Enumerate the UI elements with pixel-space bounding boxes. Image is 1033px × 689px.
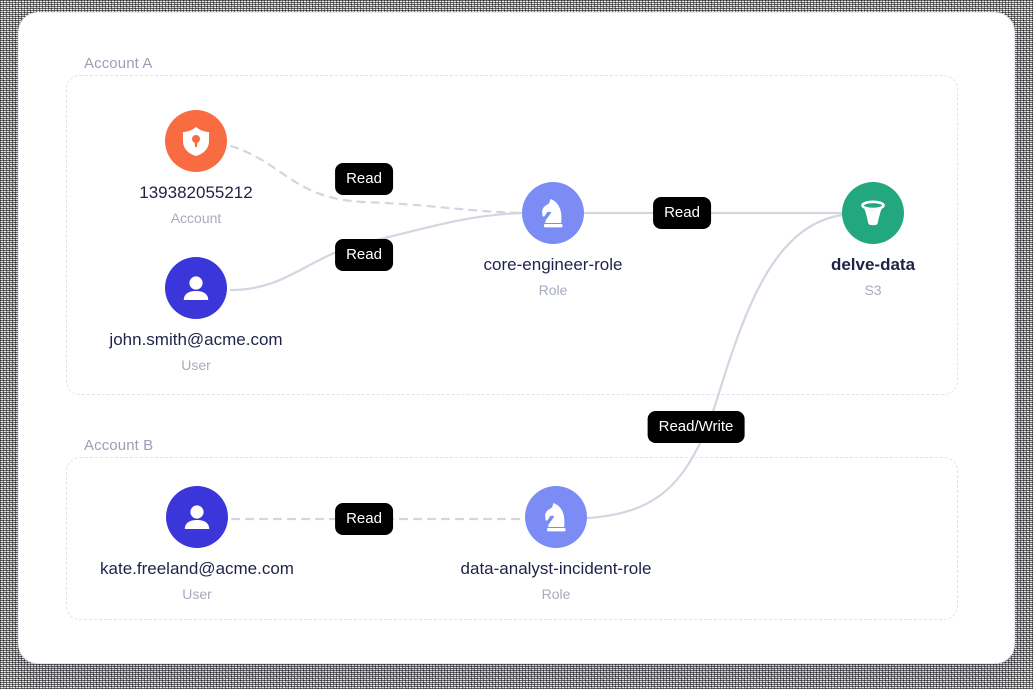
shield-lock-icon-bubble bbox=[165, 110, 227, 172]
edge-badge-kate-to-data-role[interactable]: Read bbox=[335, 503, 393, 535]
chess-knight-icon bbox=[542, 501, 570, 533]
edge-badge-data-role-to-bucket[interactable]: Read/Write bbox=[647, 411, 745, 443]
node-title: john.smith@acme.com bbox=[109, 330, 283, 349]
chess-knight-icon-bubble bbox=[525, 486, 587, 548]
node-account-139382055212[interactable]: 139382055212 Account bbox=[96, 110, 296, 226]
node-subtitle: User bbox=[181, 356, 211, 373]
edge-badge-account-to-core-role[interactable]: Read bbox=[335, 163, 393, 195]
node-title: 139382055212 bbox=[139, 183, 253, 202]
group-label-account-a: Account A bbox=[84, 55, 153, 72]
user-icon-bubble bbox=[165, 257, 227, 319]
node-title: kate.freeland@acme.com bbox=[100, 559, 294, 578]
edge-badge-john-to-core-role[interactable]: Read bbox=[335, 239, 393, 271]
node-subtitle: Account bbox=[170, 209, 222, 226]
node-user-john-smith[interactable]: john.smith@acme.com User bbox=[96, 257, 296, 373]
node-bucket-delve-data[interactable]: delve-data S3 bbox=[773, 182, 973, 298]
node-user-kate-freeland[interactable]: kate.freeland@acme.com User bbox=[97, 486, 297, 602]
group-box-account-a bbox=[66, 75, 958, 395]
group-box-account-b bbox=[66, 457, 958, 620]
chess-knight-icon bbox=[539, 197, 567, 229]
shield-lock-icon bbox=[181, 125, 211, 157]
graph-canvas[interactable]: Account A Account B Read Read Read Read … bbox=[19, 13, 1014, 663]
node-title: delve-data bbox=[830, 255, 916, 274]
bucket-icon bbox=[858, 198, 888, 228]
node-title: core-engineer-role bbox=[483, 255, 623, 274]
node-subtitle: Role bbox=[538, 281, 568, 298]
node-role-core-engineer[interactable]: core-engineer-role Role bbox=[453, 182, 653, 298]
user-icon-bubble bbox=[166, 486, 228, 548]
edge-badge-core-role-to-bucket[interactable]: Read bbox=[653, 197, 711, 229]
user-icon bbox=[181, 272, 211, 304]
node-subtitle: User bbox=[182, 585, 212, 602]
group-label-account-b: Account B bbox=[84, 437, 154, 454]
node-subtitle: Role bbox=[541, 585, 571, 602]
graph-card: Account A Account B Read Read Read Read … bbox=[18, 12, 1015, 664]
node-subtitle: S3 bbox=[864, 281, 882, 298]
chess-knight-icon-bubble bbox=[522, 182, 584, 244]
node-title: data-analyst-incident-role bbox=[460, 559, 652, 578]
bucket-icon-bubble bbox=[842, 182, 904, 244]
edge-data-role-to-bucket bbox=[586, 213, 844, 520]
user-icon bbox=[182, 501, 212, 533]
edge-account-to-core-role bbox=[229, 144, 524, 215]
node-role-data-analyst-incident[interactable]: data-analyst-incident-role Role bbox=[456, 486, 656, 602]
